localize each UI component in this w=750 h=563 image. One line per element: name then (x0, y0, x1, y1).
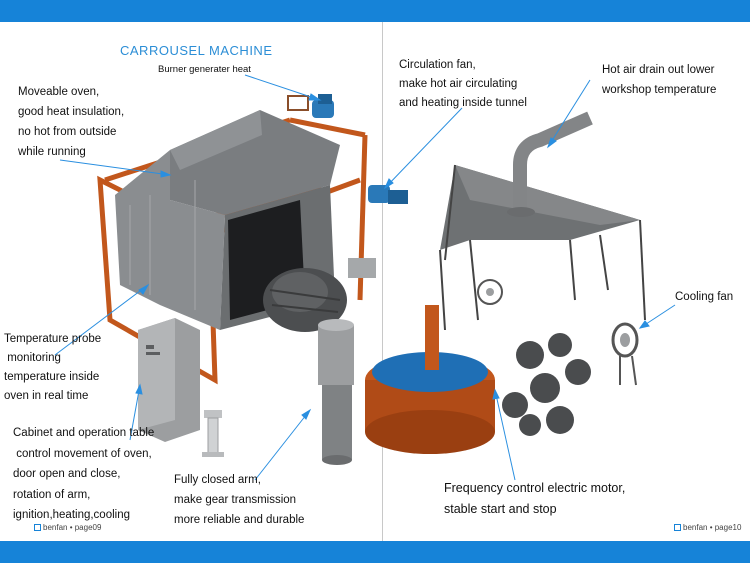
bg-fan (477, 279, 503, 305)
motor-label: Frequency control electric motor, stable… (444, 481, 626, 516)
hot-air-label: Hot air drain out lower workshop tempera… (602, 64, 717, 96)
probe-label: Temperature probe monitoring temperature… (4, 333, 102, 402)
hot-air-hood (439, 111, 646, 331)
cabinet-label: Cabinet and operation table control move… (13, 427, 155, 521)
burner-label: Burner generater heat (158, 64, 251, 75)
bottom-bar (0, 541, 750, 563)
gear-arm (318, 319, 354, 465)
oven-label: Moveable oven, good heat insulation, no … (18, 86, 125, 158)
rotary-base (365, 305, 495, 454)
page-title: CARROUSEL MACHINE (120, 43, 273, 58)
circulation-fan-label: Circulation fan, make hot air circulatin… (399, 59, 527, 109)
top-bar (0, 0, 750, 22)
footer-left: benfan • page09 (34, 523, 101, 532)
cooling-fan (611, 322, 639, 386)
callout-lines (54, 74, 676, 481)
footer-right: benfan • page10 (674, 523, 741, 532)
mould-tank (263, 258, 376, 332)
cooling-fan-label: Cooling fan (675, 291, 734, 303)
brand-logo-icon (34, 524, 41, 531)
circulation-fan (368, 185, 408, 204)
arm-label: Fully closed arm, make gear transmission… (174, 474, 305, 526)
burner-fan (287, 94, 334, 118)
brand-logo-icon (674, 524, 681, 531)
page-fold (382, 22, 383, 541)
control-cabinet (138, 318, 200, 442)
operation-table (202, 410, 224, 457)
moulds-stack (502, 333, 591, 436)
